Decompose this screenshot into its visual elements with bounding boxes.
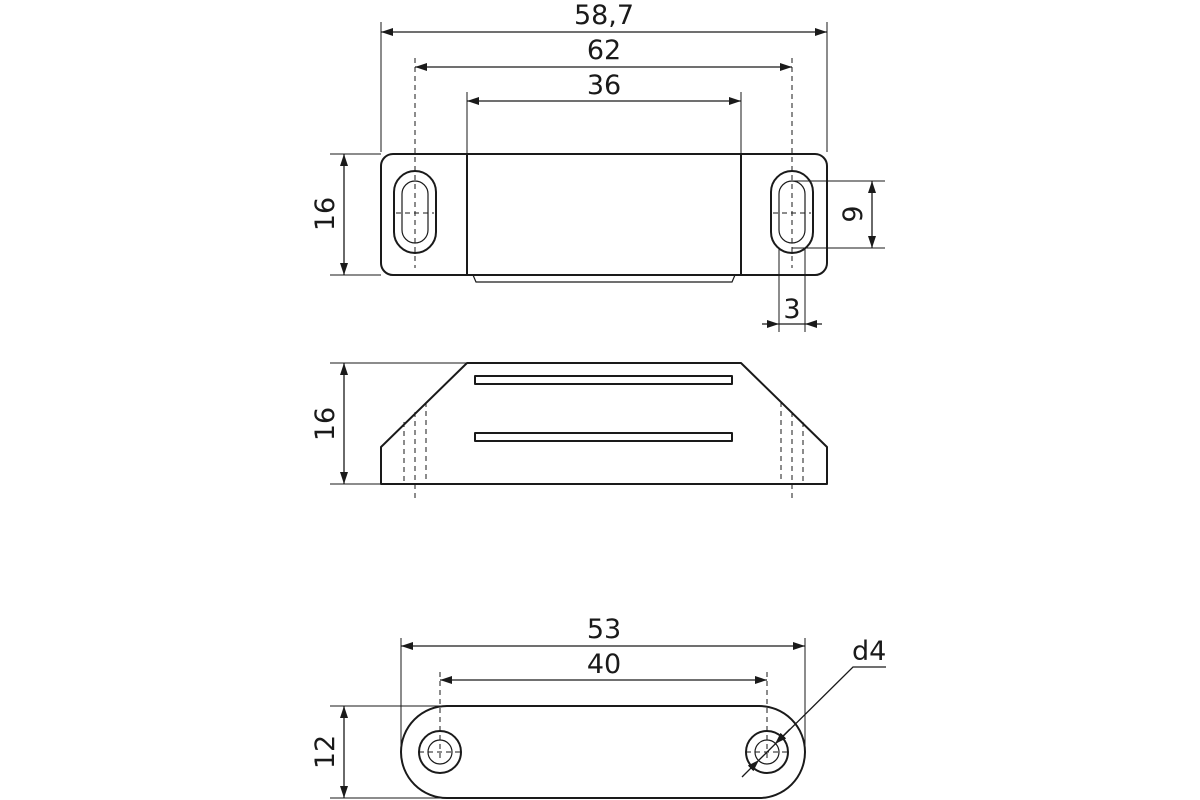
dim-label-hole-diameter: d4 xyxy=(852,636,886,667)
dim-label-plate-hole-spacing: 40 xyxy=(587,649,621,680)
dim-label-slot-width: 3 xyxy=(783,294,800,325)
left-slot-outer xyxy=(393,170,437,254)
magnet-plate-upper xyxy=(474,375,733,385)
left-slot-inner xyxy=(401,180,429,244)
strike-plate-outline xyxy=(400,705,806,799)
magnet-housing-outline xyxy=(466,153,742,276)
magnet-housing-lip xyxy=(472,274,736,283)
leader-hole-diameter xyxy=(758,666,886,761)
front-view: 16 xyxy=(310,362,828,502)
dim-label-height: 16 xyxy=(310,197,341,231)
dim-label-plate-width: 53 xyxy=(587,614,621,645)
front-body-outline xyxy=(380,362,828,485)
plate-view: 53 40 12 d4 xyxy=(310,614,886,799)
dim-label-slot-length: 9 xyxy=(838,205,869,222)
dim-label-overall-width: 58,7 xyxy=(574,0,634,31)
right-slot-outer xyxy=(770,170,814,254)
dim-label-front-height: 16 xyxy=(310,407,341,441)
dim-arrow-hole-diameter-outer xyxy=(741,759,760,778)
dim-label-plate-height: 12 xyxy=(310,735,341,769)
magnet-plate-lower xyxy=(474,432,733,442)
dim-label-magnet-width: 36 xyxy=(587,70,621,101)
dim-label-hole-spacing: 62 xyxy=(587,35,621,66)
top-view: 58,7 62 36 16 9 3 xyxy=(310,0,885,332)
dim-arrow-hole-diameter-inner xyxy=(774,728,791,745)
